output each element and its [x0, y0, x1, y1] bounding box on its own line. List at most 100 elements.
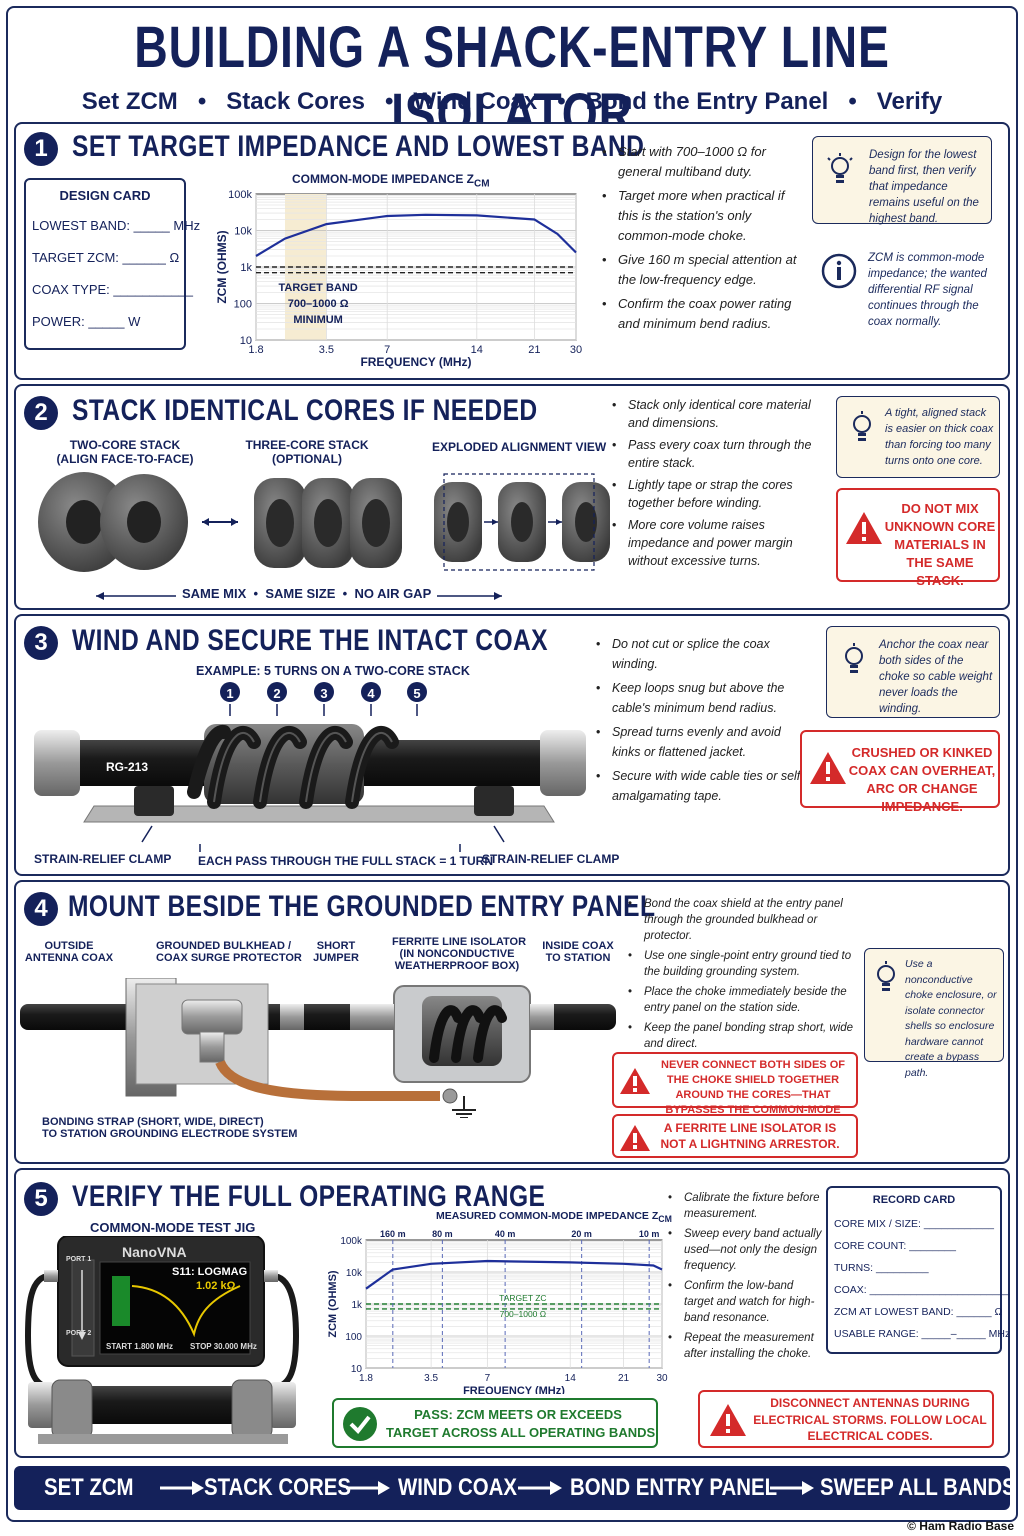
- workflow-step: WIND COAX: [398, 1474, 517, 1501]
- test-jig-caption: COMMON-MODE TEST JIG: [90, 1220, 256, 1235]
- bullet: Confirm the low-band target and watch fo…: [668, 1278, 824, 1326]
- outer-frame: [6, 6, 1018, 1522]
- x-tick-label: 3.5: [319, 344, 334, 356]
- bullet: Lightly tape or strap the cores together…: [612, 476, 822, 512]
- s1-info: ZCM is common-mode impedance; the wanted…: [868, 246, 992, 332]
- bullet: Repeat the measurement after installing …: [668, 1330, 824, 1362]
- section-4-title: MOUNT BESIDE THE GROUNDED ENTRY PANEL: [68, 890, 656, 923]
- lightbulb-icon: [853, 411, 871, 441]
- coax-winding-illustration: [34, 682, 586, 852]
- bullet: Do not cut or splice the coax winding.: [596, 634, 806, 674]
- x-tick-label: 1.8: [248, 344, 263, 356]
- design-card-row: COAX TYPE: ___________: [32, 282, 193, 297]
- y-tick-label: 1k: [240, 262, 252, 274]
- test-jig-illustration: [24, 1236, 300, 1444]
- y-tick-label: 10k: [346, 1268, 363, 1279]
- warning-icon: [710, 1404, 746, 1436]
- record-card-row: CORE COUNT: ________: [834, 1240, 956, 1252]
- x-tick-label: 14: [471, 344, 483, 356]
- label-line: FERRITE LINE ISOLATOR: [392, 936, 527, 948]
- s5-warning: DISCONNECT ANTENNAS DURING ELECTRICAL ST…: [698, 1390, 994, 1448]
- lightbulb-icon: [845, 643, 863, 673]
- double-arrow-icon: [202, 518, 238, 526]
- vna-trace: S11: LOGMAG: [172, 1266, 248, 1278]
- lightbulb-icon: [827, 153, 853, 183]
- s4-warning-bypass: NEVER CONNECT BOTH SIDES OF THE CHOKE SH…: [612, 1052, 858, 1131]
- section-1: 1 SET TARGET IMPEDANCE AND LOWEST BAND D…: [14, 122, 1010, 380]
- chart1-title-text: COMMON-MODE IMPEDANCE Z: [292, 172, 474, 186]
- caption-line: TWO-CORE STACK: [69, 438, 181, 452]
- label-line: WEATHERPROOF BOX): [394, 960, 520, 972]
- s1-tip-text: Design for the lowest band first, then v…: [869, 149, 979, 225]
- x-tick-label: 30: [570, 344, 582, 356]
- y-tick-label: 100: [234, 299, 252, 311]
- warning-icon: [620, 1125, 650, 1151]
- workflow-step: STACK CORES: [204, 1474, 351, 1501]
- x-axis-label: FREQUENCY (MHz): [360, 355, 471, 369]
- bullet: Spread turns evenly and avoid kinks or f…: [596, 722, 806, 762]
- target-label: 700–1000 Ω: [500, 1309, 547, 1319]
- clamp-label-right: STRAIN-RELIEF CLAMP: [482, 852, 620, 866]
- series-line: [365, 1259, 663, 1290]
- vna-port2: PORT 2: [66, 1330, 92, 1337]
- chart2-title-text: MEASURED COMMON-MODE IMPEDANCE Z: [436, 1210, 659, 1222]
- s2-tip-text: A tight, aligned stack is easier on thic…: [885, 407, 994, 467]
- caption-three-core: THREE-CORE STACK(OPTIONAL): [232, 438, 382, 466]
- s4-bullets: Bond the coax shield at the entry panel …: [628, 896, 854, 1056]
- step-number-1: 1: [24, 132, 58, 166]
- turn-markers: [220, 682, 427, 702]
- step-number-4: 4: [24, 892, 58, 926]
- turn-number: 5: [413, 686, 421, 701]
- three-core-stack: [254, 478, 402, 568]
- s2-tip: A tight, aligned stack is easier on thic…: [836, 396, 1000, 478]
- x-tick-label: 3.5: [424, 1373, 438, 1384]
- design-card-title: DESIGN CARD: [59, 188, 151, 203]
- warning-icon: [846, 512, 882, 544]
- bullet: Secure with wide cable ties or self-amal…: [596, 766, 806, 806]
- label-line: OUTSIDE: [44, 940, 94, 952]
- x-tick-label: 21: [528, 344, 540, 356]
- bullet: Keep loops snug but above the cable's mi…: [596, 678, 806, 718]
- section-3-title: WIND AND SECURE THE INTACT COAX: [72, 624, 549, 657]
- bullet: Use one single-point entry ground tied t…: [628, 948, 854, 980]
- chart2-title: MEASURED COMMON-MODE IMPEDANCE ZCM: [436, 1210, 672, 1224]
- subtitle: Set ZCM • Stack Cores • Wind Coax • Bond…: [81, 88, 943, 115]
- arrow-right-icon: [160, 1481, 204, 1495]
- clamp-label-left: STRAIN-RELIEF CLAMP: [34, 852, 172, 866]
- info-icon: [821, 253, 857, 289]
- record-card-row: CORE MIX / SIZE: ____________: [834, 1218, 994, 1230]
- y-tick-label: 10: [351, 1364, 363, 1375]
- label-line: TO STATION GROUNDING ELECTRODE SYSTEM: [42, 1128, 298, 1140]
- s3-warning-text: CRUSHED OR KINKED COAX CAN OVERHEAT, ARC…: [848, 745, 996, 814]
- rule: •: [342, 586, 348, 601]
- label-line: INSIDE COAX: [542, 940, 614, 952]
- label-bonding-strap: BONDING STRAP (SHORT, WIDE, DIRECT)TO ST…: [42, 1116, 298, 1140]
- turn-number: 2: [273, 686, 281, 701]
- label-line: BONDING STRAP (SHORT, WIDE, DIRECT): [42, 1116, 264, 1128]
- arrow-right-icon: [770, 1481, 814, 1495]
- checkmark-icon: [343, 1407, 377, 1441]
- y-tick-label: 10: [240, 335, 252, 347]
- band-label: TARGET BAND: [279, 282, 358, 294]
- target-label: TARGET ZC: [499, 1293, 546, 1303]
- label-line: COAX SURGE PROTECTOR: [156, 952, 302, 964]
- pass-line: TARGET ACROSS ALL OPERATING BANDS.: [386, 1425, 659, 1440]
- label-line: ANTENNA COAX: [24, 952, 114, 964]
- y-tick-label: 1k: [351, 1300, 363, 1311]
- turn-definition: EACH PASS THROUGH THE FULL STACK = 1 TUR…: [198, 854, 494, 868]
- s4-tip: Use a nonconductive choke enclosure, or …: [864, 948, 1004, 1079]
- band-marker-label: 10 m: [639, 1229, 660, 1239]
- bullet: Bond the coax shield at the entry panel …: [628, 896, 854, 944]
- step-number-2: 2: [24, 396, 58, 430]
- step-number-3: 3: [24, 626, 58, 660]
- s3-tip: Anchor the coax near both sides of the c…: [826, 626, 1000, 718]
- section-5: 5 VERIFY THE FULL OPERATING RANGE COMMON…: [14, 1168, 1010, 1458]
- vna-value: 1.02 kΩ: [196, 1280, 236, 1292]
- bullet: Confirm the coax power rating and minimu…: [602, 294, 802, 334]
